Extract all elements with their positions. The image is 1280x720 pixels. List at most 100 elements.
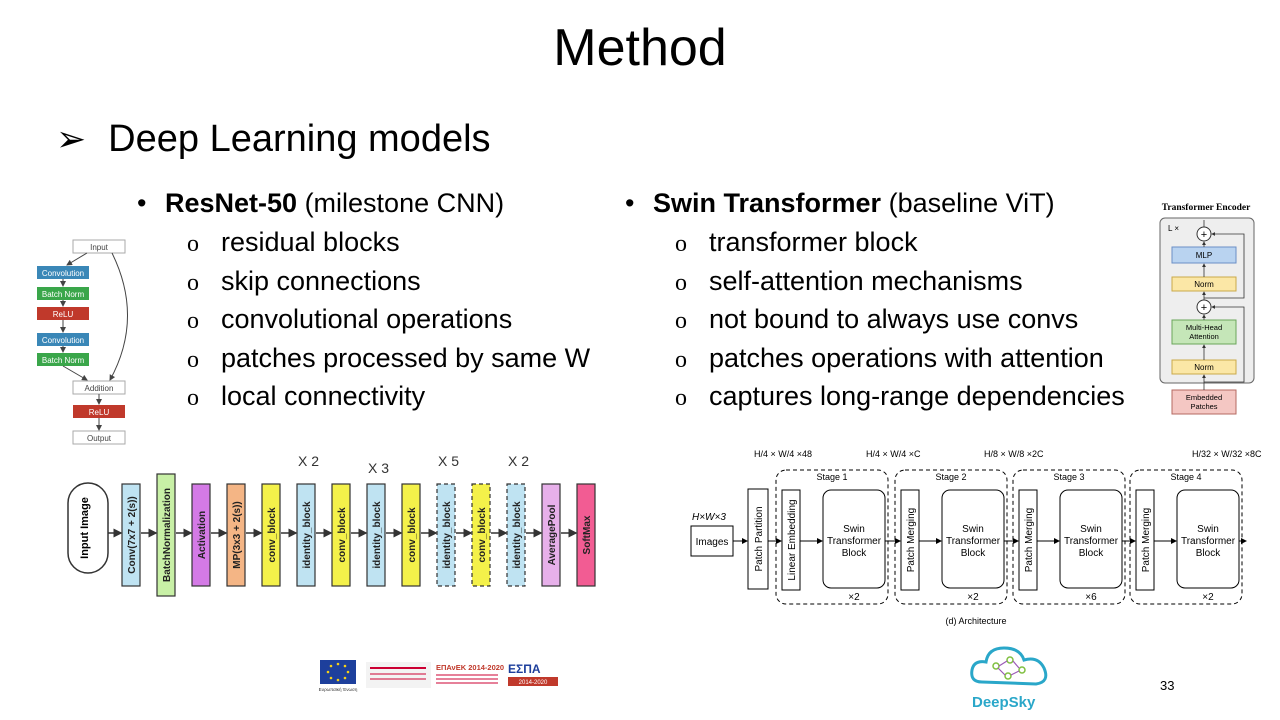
resnet-note: (milestone CNN) [297, 188, 505, 218]
funding-logos: Ευρωπαϊκή Ένωση ΕΠΑνΕΚ 2014-2020 ΕΣΠΑ 20… [319, 660, 558, 692]
pipeline-block-label: SoftMax [582, 515, 593, 554]
res-bn2-box [37, 353, 89, 366]
swin-model-name: Swin Transformer [653, 188, 882, 218]
pipeline-block-label: Conv(7x7 + 2(s)) [127, 496, 138, 574]
swin-note: (baseline ViT) [881, 188, 1055, 218]
images-label: Images [696, 537, 729, 548]
swin-block-label: Swin [843, 524, 865, 535]
stage-label: Stage 4 [1170, 472, 1201, 482]
stage-repeat-label: ×2 [1202, 592, 1214, 603]
list-item: o residual blocks [187, 223, 590, 262]
list-item-text: patches operations with attention [709, 342, 1104, 373]
dim-label: H/8 × W/8 ×2C [984, 449, 1044, 459]
list-item-text: local connectivity [221, 381, 426, 412]
pipeline-block-label: Activation [197, 511, 208, 559]
swin-block-label: Transformer [1181, 536, 1236, 547]
pipeline-input-box [67, 482, 109, 574]
encoder-arrows [1202, 220, 1245, 390]
repeat-label: X 3 [368, 460, 389, 476]
patch-partition-box [747, 488, 769, 590]
pipeline-block-label: identity_block [302, 501, 313, 569]
stage-label: Stage 1 [816, 472, 847, 482]
swin-block-label: Block [1196, 548, 1221, 559]
res-bn1-label: Batch Norm [42, 290, 85, 299]
pipeline-block [191, 483, 211, 587]
swin-block-label: Swin [962, 524, 984, 535]
pipeline-block [331, 483, 351, 587]
embed-merge-box [1135, 489, 1155, 591]
dim-label: H/32 × W/32 ×8C [1192, 449, 1262, 459]
dim-label: H/4 × W/4 ×C [866, 449, 921, 459]
swin-block-label: Block [1079, 548, 1104, 559]
encoder-title: Transformer Encoder [1162, 203, 1251, 213]
list-item: o convolutional operations [187, 300, 590, 339]
circle-bullet-icon: o [675, 346, 687, 373]
eu-label: Ευρωπαϊκή Ένωση [319, 686, 358, 692]
swin-block-box [941, 489, 1005, 589]
encoder-mha-box [1171, 319, 1237, 345]
circle-bullet-icon: o [187, 231, 199, 257]
pipeline-input-label: Input Image [79, 497, 91, 559]
bullet-icon: • [625, 188, 635, 218]
list-item-text: convolutional operations [221, 304, 513, 335]
list-item-text: transformer block [709, 227, 918, 257]
encoder-mha-label-1: Multi-Head [1186, 323, 1222, 332]
embed-merge-box [900, 489, 920, 591]
circle-bullet-icon: o [675, 308, 687, 335]
deepsky-logo [970, 646, 1048, 686]
resnet-bullets: •ResNet-50 (milestone CNN) o residual blo… [137, 188, 590, 416]
stage-label: Stage 2 [935, 472, 966, 482]
residual-block-diagram: Input Convolution Batch Norm ReLU Convol… [37, 239, 128, 445]
resnet-heading: •ResNet-50 (milestone CNN) [137, 188, 590, 219]
encoder-embedded-label-2: Patches [1190, 402, 1217, 411]
res-conv2-label: Convolution [42, 336, 84, 345]
circle-bullet-icon: o [187, 269, 199, 296]
pipeline-block-label: AveragePool [547, 504, 558, 565]
bullet-icon: • [137, 188, 147, 218]
plus-icon: + [1201, 229, 1207, 241]
pipeline-repeat-labels: X 2 X 3 X 5 X 2 [298, 453, 529, 476]
stage-frame [775, 469, 889, 605]
cloud-icon [970, 646, 1048, 686]
repeat-label: X 2 [298, 453, 319, 469]
pipeline-block-label: BatchNormalization [162, 488, 173, 582]
res-output-label: Output [87, 434, 112, 443]
list-item-text: residual blocks [221, 227, 400, 257]
res-bn1-box [37, 287, 89, 300]
circle-bullet-icon: o [675, 385, 687, 412]
epanek-logo: ΕΠΑνΕΚ 2014-2020 [436, 663, 504, 672]
pipeline-block [471, 483, 491, 587]
encoder-lx-label: L × [1168, 224, 1179, 233]
encoder-mha-label-2: Attention [1189, 332, 1219, 341]
circle-bullet-icon: o [675, 269, 687, 296]
res-bn2-label: Batch Norm [42, 356, 85, 365]
swin-block-box [822, 489, 886, 589]
swin-block-box [1059, 489, 1123, 589]
circuit-icon [992, 656, 1026, 680]
arrow-bullet-icon: ➢ [56, 118, 87, 159]
swin-block-label: Swin [1080, 524, 1102, 535]
res-input-label: Input [90, 243, 109, 252]
pipeline-block [226, 483, 246, 587]
embed-merge-box [1018, 489, 1038, 591]
list-item-text: patches processed by same W [221, 342, 591, 373]
deepsky-brand: DeepSky [972, 694, 1036, 711]
page-number: 33 [1160, 678, 1175, 693]
pipeline-block [436, 483, 456, 587]
pipeline-block [506, 483, 526, 587]
pipeline-block-label: conv_block [337, 507, 348, 562]
section-heading-text: Deep Learning models [108, 118, 491, 160]
res-conv1-box [37, 266, 89, 279]
encoder-mlp-label: MLP [1196, 251, 1212, 260]
swin-block-label: Swin [1197, 524, 1219, 535]
circle-bullet-icon: o [187, 308, 199, 335]
stage-label: Stage 3 [1053, 472, 1084, 482]
stage-frame [894, 469, 1008, 605]
pipeline-block [401, 483, 421, 587]
